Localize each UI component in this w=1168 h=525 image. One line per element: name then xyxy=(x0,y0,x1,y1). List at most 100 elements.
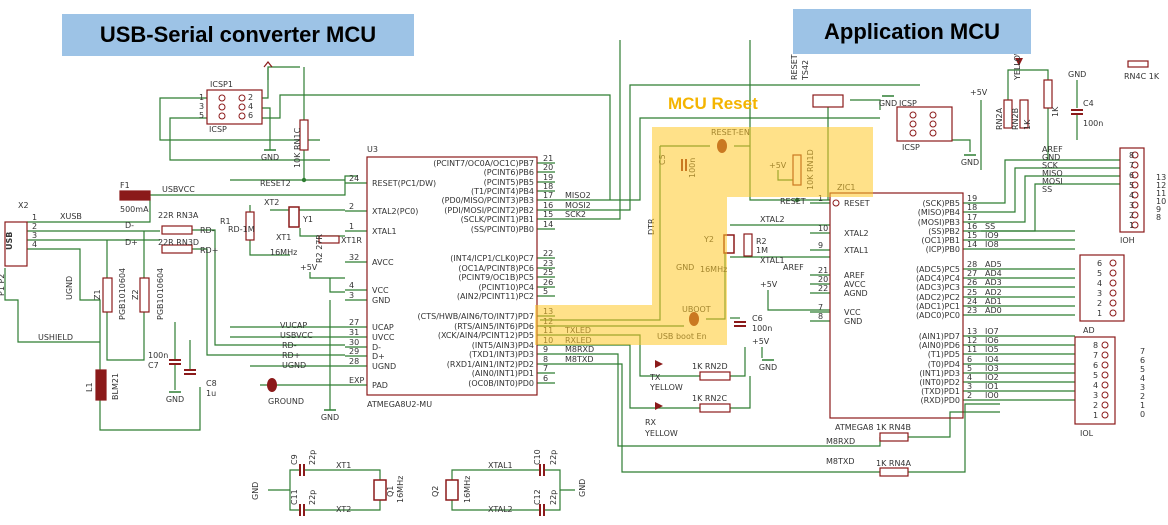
u3-right-pin-number: 6 xyxy=(543,374,548,383)
zic1-right-pin-number: 5 xyxy=(967,364,972,373)
zic1-right-pin-name: (ADC0)PC0 xyxy=(916,311,960,320)
icsp1-pin xyxy=(218,112,226,120)
c10-label: C10 xyxy=(533,449,542,465)
gnd-label: GND xyxy=(261,153,279,162)
xtal1-bottom: XTAL1 xyxy=(488,461,513,470)
zic1-right-pin-number: 13 xyxy=(967,327,977,336)
u3-right-pin-number: 25 xyxy=(543,268,553,277)
c4-value: 100n xyxy=(1083,119,1103,128)
rn2-value: 1K xyxy=(1023,119,1032,130)
zic1-left-pin-number: 20 xyxy=(818,275,828,284)
xusb-wire xyxy=(27,197,151,223)
r1-value: RD-1M xyxy=(228,225,255,234)
zic1-net-label: IO1 xyxy=(985,382,999,391)
zic1-left-pin-name: XTAL2 xyxy=(844,229,869,238)
wire xyxy=(304,500,381,511)
u3-right-pin-name: (CTS/HWB/AIN6/TO/INT7)PD7 xyxy=(418,312,534,321)
u3-net-label: M8TXD xyxy=(565,355,594,364)
rd-minus-net: RD- xyxy=(282,341,297,350)
zic1-net-label: IO7 xyxy=(985,327,999,336)
zic1-right-pin-name: (SCK)PB5 xyxy=(922,199,960,208)
zic1-left-pin-name: XTAL1 xyxy=(844,246,869,255)
icsp1-pin-label: 2 xyxy=(248,93,253,102)
u3-right-pin-name: (PD0/MISO/PCINT3)PB3 xyxy=(442,196,534,205)
reset-switch xyxy=(812,94,844,108)
rn2c xyxy=(699,403,731,413)
u3-left-pin-name: UVCC xyxy=(372,333,395,342)
zic1-right-pin-name: (ICP)PB0 xyxy=(926,245,960,254)
zic1-right-pin-number: 27 xyxy=(967,269,977,278)
iol-pin xyxy=(1101,411,1109,419)
wire xyxy=(268,469,300,491)
reset-switch-label: RESET xyxy=(790,54,799,80)
usb-pin-number: 1 xyxy=(32,213,37,222)
iol-pin xyxy=(1101,351,1109,359)
zic1-left-pin-number: 22 xyxy=(818,284,828,293)
u3-right-pin-name: (SS/PCINT0)PB0 xyxy=(471,225,534,234)
rn2d xyxy=(699,371,731,381)
zic1-right-pin-name: (OC1)PB1 xyxy=(921,236,960,245)
ad-pin-number: 4 xyxy=(1097,279,1102,288)
wire xyxy=(610,363,880,473)
wire xyxy=(262,94,611,200)
zic1-right-pin-name: (INT0)PD2 xyxy=(919,378,960,387)
u3-right-pin-name: (XCK/AIN4/PCINT12)PD5 xyxy=(438,331,534,340)
u3-left-pin-number: 32 xyxy=(349,253,359,262)
c9-value: 22p xyxy=(308,450,317,465)
zic1-chip xyxy=(829,192,964,419)
ioh-pin xyxy=(1131,221,1139,229)
ad-pin-number: 1 xyxy=(1097,309,1102,318)
u3-right-pin-name: (PCINT9/OC1B)PC5 xyxy=(458,273,534,282)
tx-led-color: YELLOW xyxy=(649,383,683,392)
zic1-right-pin-number: 23 xyxy=(967,306,977,315)
zic1-right-pin-name: (ADC2)PC2 xyxy=(916,293,960,302)
u3-right-pin-name: (SCLK/PCINT1)PB1 xyxy=(461,215,534,224)
zic1-left-pin-number: 8 xyxy=(818,312,823,321)
wire xyxy=(4,268,100,343)
wire xyxy=(544,490,561,511)
icsp1-pin-label: 1 xyxy=(199,93,204,102)
ioh-ext-number: 9 xyxy=(1156,205,1161,214)
usb-p-label: P1 P2 xyxy=(0,274,6,296)
rn4a xyxy=(879,467,909,477)
ad-pin xyxy=(1109,259,1117,267)
dplus-label: D+ xyxy=(125,238,138,247)
xtal1-label: XTAL1 xyxy=(760,256,785,265)
ad-pin xyxy=(1109,299,1117,307)
ioh-net-label: MISO xyxy=(1042,169,1063,178)
wire xyxy=(981,183,1120,232)
zic1-net-label: AD4 xyxy=(985,269,1002,278)
iol-pin-number: 7 xyxy=(1093,351,1098,360)
u3-left-pin-number: 2 xyxy=(349,202,354,211)
wire xyxy=(192,248,345,356)
icsp1-pin-label: 5 xyxy=(199,111,204,120)
xt1-bottom: XT1 xyxy=(336,461,351,470)
gnd-label: GND xyxy=(759,363,777,372)
wire xyxy=(952,139,971,152)
ioh-net-label: SCK xyxy=(1042,161,1059,170)
zic1-net-label: IO3 xyxy=(985,364,999,373)
wire xyxy=(610,117,880,201)
icsp1-label: ICSP1 xyxy=(210,80,233,89)
zic1-right-pin-number: 12 xyxy=(967,336,977,345)
zic1-right-pin-number: 19 xyxy=(967,194,977,203)
iol-pin-number: 2 xyxy=(1093,401,1098,410)
c11-label: C11 xyxy=(290,489,299,505)
c9-label: C9 xyxy=(290,454,299,465)
gnd-label: GND xyxy=(961,158,979,167)
zic1-right-pin-name: (AIN0)PD6 xyxy=(919,341,960,350)
zic1-net-label: IO4 xyxy=(985,355,999,364)
u3-right-pin-number: 17 xyxy=(543,191,553,200)
ioh-pin-number: 7 xyxy=(1129,161,1134,170)
u3-left-pin-number: 28 xyxy=(349,357,359,366)
rn4b-label: 1K RN4B xyxy=(876,423,911,432)
u3-left-pin-name: AVCC xyxy=(372,258,394,267)
iol-header xyxy=(1074,336,1116,425)
ground-label: GROUND xyxy=(268,397,304,406)
wire xyxy=(610,80,621,220)
wire xyxy=(303,150,345,181)
r-1k xyxy=(1043,79,1053,109)
wire xyxy=(262,107,271,150)
u3-right-pin-name: (AIN0/INT1)PD1 xyxy=(472,369,534,378)
